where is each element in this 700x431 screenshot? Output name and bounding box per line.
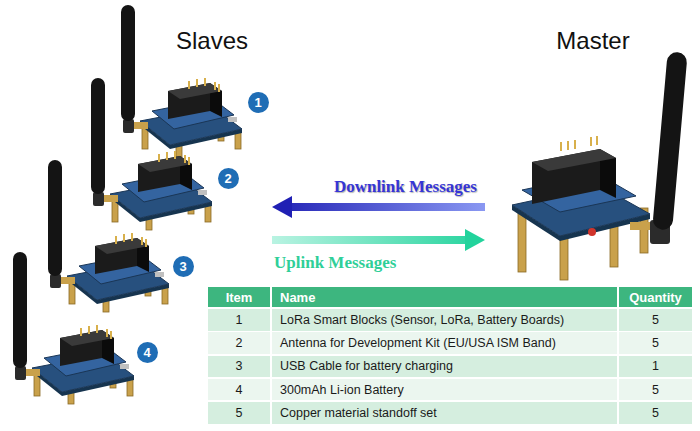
group-title: Master bbox=[556, 28, 629, 54]
slave-board bbox=[48, 160, 169, 312]
table-cell-text: 5 bbox=[652, 336, 659, 350]
table-cell: 5 bbox=[619, 332, 692, 354]
table-cell-text: 4 bbox=[236, 383, 243, 397]
callout-circle: 2 bbox=[218, 168, 239, 189]
header-pin bbox=[596, 136, 598, 145]
table-cell: Copper material standoff set bbox=[272, 402, 617, 424]
message-label: Uplink Messages bbox=[274, 253, 396, 272]
antenna bbox=[652, 51, 687, 230]
callout-circle-fill bbox=[218, 168, 239, 189]
table-header-cell: Item bbox=[208, 287, 270, 307]
header-pin bbox=[574, 140, 576, 149]
table-header-text: Name bbox=[280, 290, 315, 305]
standoff bbox=[518, 210, 526, 272]
callout-circle-fill bbox=[137, 342, 158, 363]
table-cell-text: LoRa Smart Blocks (Sensor, LoRa, Battery… bbox=[280, 313, 564, 327]
message-label: Downlink Messages bbox=[334, 177, 477, 196]
table-cell: 1 bbox=[619, 356, 692, 378]
table-cell-text: 2 bbox=[236, 336, 243, 350]
callout-circle: 3 bbox=[173, 256, 194, 277]
table-cell: 5 bbox=[208, 402, 270, 424]
red-component bbox=[588, 228, 596, 236]
callout-number: 3 bbox=[179, 260, 186, 273]
message-label-box: Downlink Messages bbox=[334, 177, 477, 197]
standoff bbox=[610, 222, 618, 267]
callout-number: 1 bbox=[254, 96, 261, 109]
table-cell-text: 5 bbox=[236, 406, 243, 420]
callout-number: 4 bbox=[143, 346, 150, 359]
message-label-box: Uplink Messages bbox=[274, 253, 396, 273]
table-cell: 3 bbox=[208, 356, 270, 378]
table-cell-text: 5 bbox=[652, 406, 659, 420]
table-cell-text: Copper material standoff set bbox=[280, 406, 437, 420]
table-cell-text: USB Cable for battery charging bbox=[280, 359, 453, 373]
callout-circle-fill bbox=[248, 92, 269, 113]
header-pin bbox=[567, 141, 569, 150]
callout-circle-fill bbox=[173, 256, 194, 277]
table-header-text: Quantity bbox=[629, 290, 682, 305]
table-cell: 5 bbox=[619, 379, 692, 401]
callout-circle: 4 bbox=[137, 342, 158, 363]
table-cell: 5 bbox=[619, 309, 692, 331]
table-cell-text: 3 bbox=[236, 359, 243, 373]
table-cell-text: 300mAh Li-ion Battery bbox=[280, 383, 404, 397]
callout-number: 2 bbox=[224, 172, 231, 185]
message-arrow bbox=[272, 236, 465, 244]
table-cell: 4 bbox=[208, 379, 270, 401]
table-cell: LoRa Smart Blocks (Sensor, LoRa, Battery… bbox=[272, 309, 617, 331]
group-title: Slaves bbox=[176, 28, 248, 54]
master-board bbox=[512, 51, 688, 280]
table-cell: USB Cable for battery charging bbox=[272, 356, 617, 378]
table-cell-text: 1 bbox=[236, 313, 243, 327]
header-pin bbox=[560, 142, 562, 151]
table-cell: 300mAh Li-ion Battery bbox=[272, 379, 617, 401]
master-group: Master bbox=[485, 20, 695, 285]
table-header-cell: Quantity bbox=[619, 287, 692, 307]
slave-board bbox=[91, 78, 212, 230]
callout-circle: 1 bbox=[248, 92, 269, 113]
table-cell: 2 bbox=[208, 332, 270, 354]
table-cell-text: 5 bbox=[652, 313, 659, 327]
table-header-text: Item bbox=[226, 290, 253, 305]
slave-board bbox=[13, 252, 134, 404]
header-pin bbox=[590, 137, 592, 146]
table-cell-text: Antenna for Development Kit (EU/USA ISM … bbox=[280, 336, 556, 350]
table-cell-text: 5 bbox=[652, 383, 659, 397]
header-block bbox=[532, 149, 616, 171]
table-cell: Antenna for Development Kit (EU/USA ISM … bbox=[272, 332, 617, 354]
message-arrow bbox=[292, 203, 485, 211]
table-cell: 1 bbox=[208, 309, 270, 331]
table-cell-text: 1 bbox=[652, 359, 659, 373]
table-header-cell: Name bbox=[272, 287, 617, 307]
table-cell: 5 bbox=[619, 402, 692, 424]
